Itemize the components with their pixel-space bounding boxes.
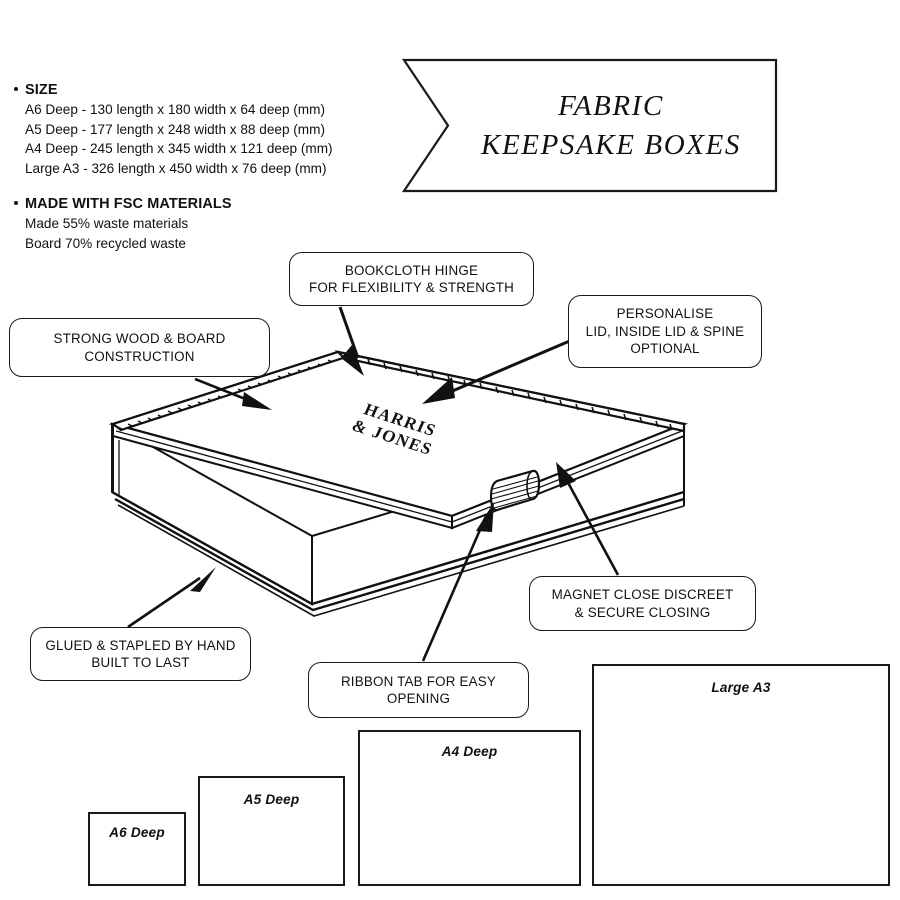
size-rect-a3: Large A3: [592, 664, 890, 886]
specifications-block: SIZE A6 Deep - 130 length x 180 width x …: [14, 82, 394, 271]
spec-line-recycled-board: Board 70% recycled waste: [25, 235, 186, 251]
spec-heading-label: SIZE: [25, 82, 58, 98]
callout-construction: STRONG WOOD & BOARD CONSTRUCTION: [9, 318, 270, 377]
arrow-bookcloth-hinge: [338, 306, 364, 376]
ribbon-tab: [489, 469, 541, 512]
spec-group-size: SIZE A6 Deep - 130 length x 180 width x …: [14, 82, 394, 178]
spec-heading-materials: MADE WITH FSC MATERIALS: [14, 196, 394, 212]
arrow-ribbon-tab: [421, 502, 494, 662]
arrow-construction: [194, 377, 272, 410]
callout-personalise-line1: PERSONALISE: [616, 306, 714, 322]
callout-bookcloth-line2: FOR FLEXIBILITY & STRENGTH: [308, 280, 515, 295]
callout-construction-line1: STRONG WOOD & BOARD: [53, 331, 226, 346]
callout-ribbon-line2: OPENING: [386, 691, 451, 706]
spec-line-a3: Large A3 - 326 length x 450 width x 76 d…: [25, 160, 327, 176]
box-left-corner-detail: [112, 436, 120, 496]
size-label-a6: A6 Deep: [109, 825, 165, 840]
size-rect-a6: A6 Deep: [88, 812, 186, 886]
spec-heading-size: SIZE: [14, 82, 394, 98]
callout-glued-stapled: GLUED & STAPLED BY HAND BUILT TO LAST: [30, 627, 251, 681]
size-label-a4: A4 Deep: [441, 744, 498, 759]
bullet-icon: [14, 201, 18, 205]
spec-heading-label: MADE WITH FSC MATERIALS: [25, 196, 232, 212]
size-rect-a4: A4 Deep: [358, 730, 581, 886]
callout-magnet-line2: & SECURE CLOSING: [574, 604, 711, 620]
callout-magnet-line1: MAGNET CLOSE DISCREET: [551, 587, 734, 602]
callout-ribbon-tab: RIBBON TAB FOR EASY OPENING: [308, 662, 529, 718]
spec-line-a6: A6 Deep - 130 length x 180 width x 64 de…: [25, 102, 325, 117]
callout-bookcloth-line1: BOOKCLOTH HINGE: [344, 262, 479, 278]
banner-ribbon-shape: [402, 58, 778, 193]
arrow-glued: [127, 567, 216, 629]
size-rect-a5: A5 Deep: [198, 776, 345, 886]
callout-ribbon-line1: RIBBON TAB FOR EASY: [340, 673, 497, 689]
callout-construction-line2: CONSTRUCTION: [84, 348, 195, 364]
callout-glued-line1: GLUED & STAPLED BY HAND: [45, 637, 236, 653]
callout-bookcloth-hinge: BOOKCLOTH HINGE FOR FLEXIBILITY & STRENG…: [289, 252, 534, 306]
size-label-a5: A5 Deep: [243, 792, 300, 807]
spec-group-materials: MADE WITH FSC MATERIALS Made 55% waste m…: [14, 196, 394, 253]
callout-personalise-line3: OPTIONAL: [630, 341, 700, 357]
bullet-icon: [14, 87, 18, 91]
callout-personalise: PERSONALISE LID, INSIDE LID & SPINE OPTI…: [568, 295, 762, 368]
size-label-a3: Large A3: [711, 680, 771, 695]
bookcloth-hinge-strip: [110, 350, 686, 433]
callout-glued-line2: BUILT TO LAST: [91, 655, 190, 670]
callout-magnet-close: MAGNET CLOSE DISCREET & SECURE CLOSING: [529, 576, 756, 631]
spec-line-a4: A4 Deep - 245 length x 345 width x 121 d…: [25, 141, 333, 156]
callout-arrows: [127, 306, 620, 662]
keepsake-box-illustration: HARRIS & JONES: [108, 350, 689, 617]
spec-line-a5: A5 Deep - 177 length x 248 width x 88 de…: [25, 121, 325, 137]
spec-line-waste-materials: Made 55% waste materials: [25, 216, 189, 231]
arrow-personalise: [422, 338, 573, 404]
arrow-magnet: [556, 462, 620, 576]
callout-personalise-line2: LID, INSIDE LID & SPINE: [585, 323, 745, 339]
